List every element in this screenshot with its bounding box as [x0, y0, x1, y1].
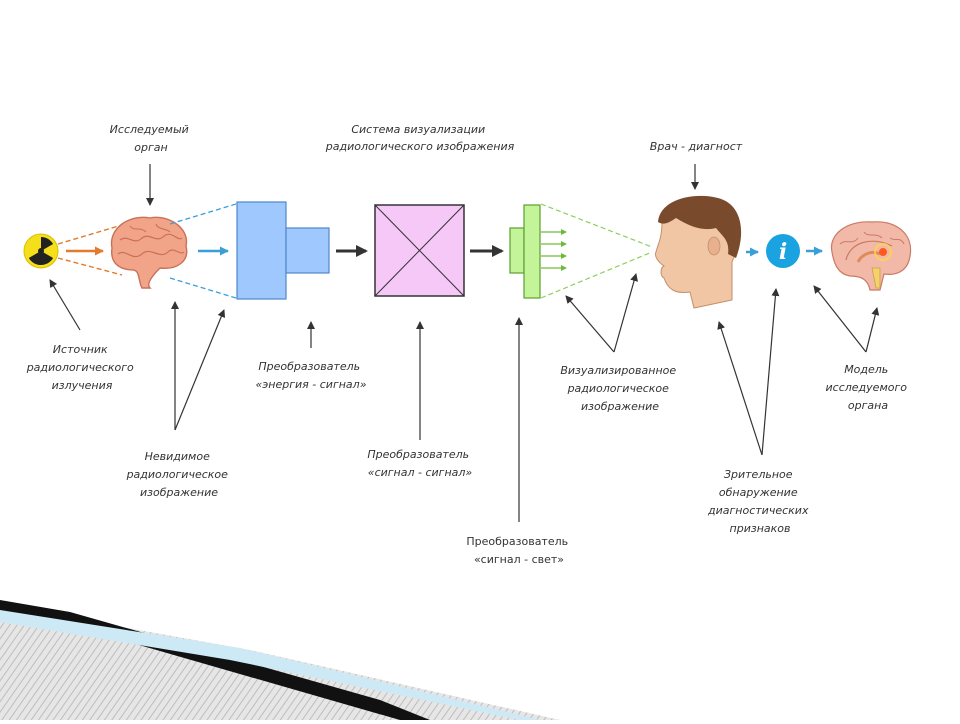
- display-block: [509, 204, 567, 299]
- invisible-image-rays: [169, 203, 237, 299]
- processor-block: [374, 204, 465, 297]
- visualized-image-rays: [540, 203, 653, 299]
- label-model: Модель исследуемого органа: [826, 363, 911, 412]
- label-conv-light: Преобразователь «сигнал - свет»: [466, 535, 571, 566]
- pointer-arrows: [49, 164, 880, 522]
- label-vis-system: Система визуализации радиологического из…: [325, 123, 515, 153]
- label-visual-detection: Зрительное обнаружение диагностических п…: [707, 468, 812, 535]
- brain-model-icon: [830, 221, 912, 291]
- label-visualized-image: Визуализированное радиологическое изобра…: [560, 364, 679, 413]
- brain-icon: [110, 216, 188, 289]
- detector-block: [236, 201, 330, 300]
- info-icon: i: [766, 234, 800, 268]
- radiation-icon: [23, 233, 59, 269]
- corner-decoration: [0, 600, 560, 720]
- label-doctor: Врач - диагност: [650, 140, 743, 153]
- head-icon: [655, 195, 742, 309]
- label-conv-energy: Преобразователь «энергия - сигнал»: [255, 360, 366, 391]
- info-symbol: i: [779, 239, 787, 265]
- label-organ: Исследуемый орган: [110, 123, 193, 154]
- label-source: Источник радиологического излучения: [26, 343, 138, 392]
- radiation-rays: [57, 224, 123, 276]
- label-conv-signal: Преобразователь «сигнал - сигнал»: [367, 448, 472, 479]
- label-invisible-image: Невидимое радиологическое изображение: [126, 450, 232, 499]
